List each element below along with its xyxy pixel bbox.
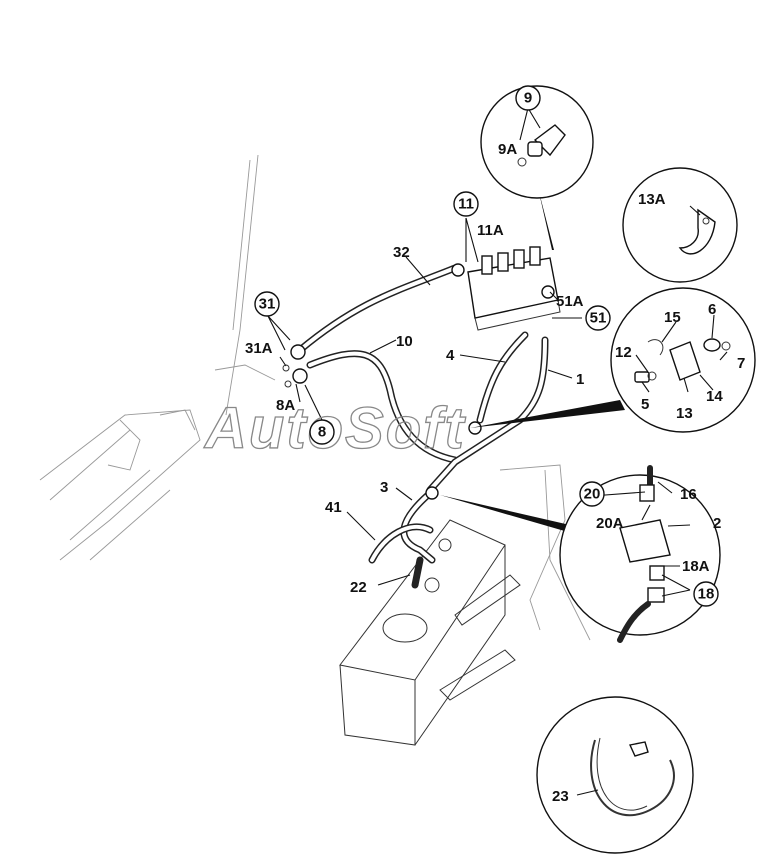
label-23: 23 xyxy=(552,788,569,805)
label-3: 3 xyxy=(380,479,388,496)
hoses xyxy=(296,264,549,589)
label-51: 51 xyxy=(590,310,607,327)
left-fittings xyxy=(282,344,482,500)
label-7: 7 xyxy=(737,355,745,372)
label-4: 4 xyxy=(446,347,455,364)
label-5: 5 xyxy=(641,396,649,413)
label-41: 41 xyxy=(325,499,342,516)
label-13A: 13A xyxy=(638,191,666,208)
callout-20: 20 xyxy=(579,481,605,507)
watermark-text: AutoSoft xyxy=(203,396,466,461)
callout-18: 18 xyxy=(693,581,719,607)
label-32: 32 xyxy=(393,244,410,261)
tank xyxy=(339,519,521,746)
callout-8: 8 xyxy=(309,419,335,445)
label-10: 10 xyxy=(396,333,413,350)
detail-circle-clamp xyxy=(610,287,756,433)
label-31: 31 xyxy=(259,296,276,313)
detail-wedges xyxy=(440,188,625,532)
label-18: 18 xyxy=(698,586,715,603)
detail-circle-23 xyxy=(536,696,694,854)
callout-9: 9 xyxy=(515,85,541,111)
label-9: 9 xyxy=(524,90,532,107)
detail-circle-9 xyxy=(480,85,594,199)
label-11A: 11A xyxy=(477,222,504,239)
label-9A: 9A xyxy=(498,141,517,158)
label-6: 6 xyxy=(708,301,716,318)
label-2: 2 xyxy=(713,515,721,532)
callout-51: 51 xyxy=(585,305,611,331)
label-1: 1 xyxy=(576,371,584,388)
label-31A: 31A xyxy=(245,340,273,357)
label-18A: 18A xyxy=(682,558,710,575)
machine-outline xyxy=(39,154,591,641)
label-8: 8 xyxy=(318,424,326,441)
label-16: 16 xyxy=(680,486,697,503)
label-20: 20 xyxy=(584,486,601,503)
valve-block xyxy=(451,246,561,331)
label-11: 11 xyxy=(458,196,474,213)
label-8A: 8A xyxy=(276,397,295,414)
label-13: 13 xyxy=(676,405,693,422)
label-20A: 20A xyxy=(596,515,624,532)
detail-circle-13A xyxy=(622,167,738,283)
label-14: 14 xyxy=(706,388,723,405)
detail-circle-valve xyxy=(559,465,721,643)
callout-31: 31 xyxy=(254,291,280,317)
label-12: 12 xyxy=(615,344,632,361)
label-15: 15 xyxy=(664,309,681,326)
callout-11: 11 xyxy=(453,191,479,217)
label-51A: 51A xyxy=(556,293,584,310)
label-22: 22 xyxy=(350,579,367,596)
